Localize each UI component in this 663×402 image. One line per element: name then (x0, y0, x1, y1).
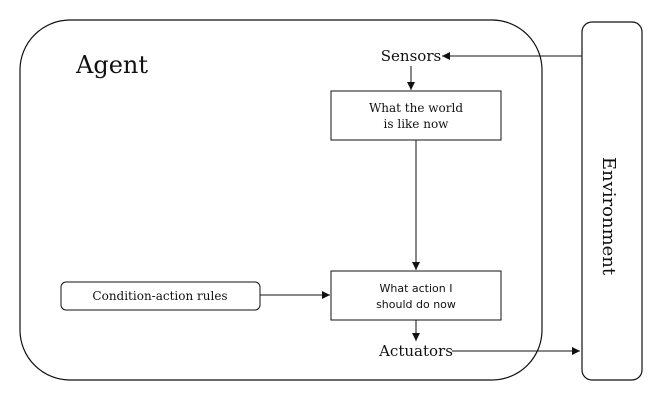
world-state-line-2: is like now (384, 117, 450, 131)
world-state-line-1: What the world (369, 101, 463, 115)
condition-action-rules-label: Condition-action rules (92, 289, 227, 303)
actuators-label: Actuators (378, 342, 453, 360)
agent-container (19, 19, 543, 381)
environment-label: Environment (598, 157, 619, 276)
condition-action-rules-box (60, 281, 261, 311)
world-state-box (330, 90, 502, 141)
environment-box (581, 21, 643, 381)
action-box (330, 270, 502, 321)
sensors-label: Sensors (381, 47, 441, 65)
agent-title: Agent (75, 51, 148, 79)
action-line-1: What action I (380, 282, 453, 295)
action-line-2: should do now (376, 298, 456, 311)
